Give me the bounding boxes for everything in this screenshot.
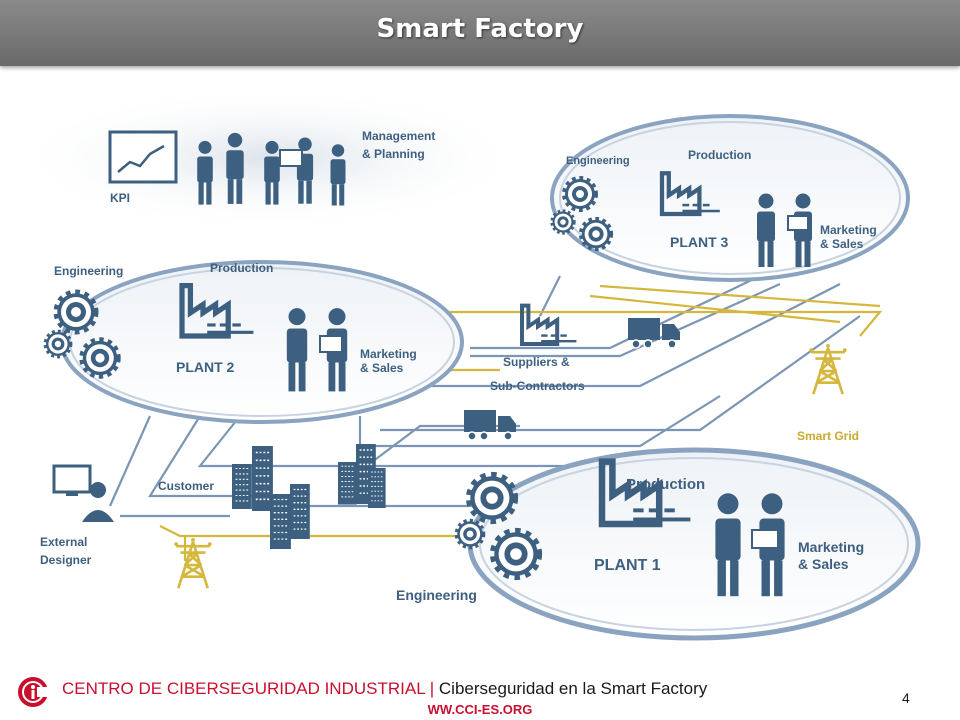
- delivery-truck-icon: [463, 409, 517, 441]
- designer-monitor-icon: [52, 464, 92, 494]
- plant3-ellipse: [550, 114, 910, 282]
- plant3-marketing-line1: Marketing: [820, 223, 877, 237]
- footer-url-link[interactable]: WW.CCI-ES.ORG: [427, 702, 533, 717]
- suppliers-group: Suppliers & Sub-Contractors: [490, 306, 681, 393]
- plant1-marketing-line2: & Sales: [798, 556, 849, 572]
- customer-label: Customer: [158, 479, 214, 493]
- management-label-line2: & Planning: [362, 147, 425, 161]
- cci-logo-icon: [18, 677, 49, 707]
- customer-group: Customer: [158, 443, 387, 550]
- slide-title: Smart Factory: [376, 14, 584, 44]
- designer-label-line1: External: [40, 535, 87, 549]
- designer-person-icon: [90, 482, 106, 498]
- plant2-marketing-line1: Marketing: [360, 347, 417, 361]
- plant3-name: PLANT 3: [670, 234, 729, 250]
- footer-org-name: CENTRO DE CIBERSEGURIDAD INDUSTRIAL: [62, 679, 426, 698]
- plant2-engineering-label: Engineering: [54, 264, 123, 278]
- suppliers-label-line1: Suppliers &: [503, 355, 570, 369]
- suppliers-label-line2: Sub-Contractors: [490, 379, 585, 393]
- designer-label-line2: Designer: [40, 553, 92, 567]
- footer: [0, 670, 960, 720]
- kpi-label: KPI: [110, 191, 130, 205]
- plant2-ellipse: [60, 260, 464, 424]
- plant2-name: PLANT 2: [176, 359, 235, 375]
- plant3-engineering-label: Engineering: [566, 155, 630, 167]
- plant1-engineering-label: Engineering: [396, 587, 477, 603]
- footer-subtitle: Ciberseguridad en la Smart Factory: [438, 679, 708, 698]
- management-group: KPI Management & Planning: [108, 129, 435, 206]
- plant2-marketing-line2: & Sales: [360, 361, 404, 375]
- footer-caption: CENTRO DE CIBERSEGURIDAD INDUSTRIAL | Ci…: [62, 679, 707, 699]
- plant2-production-label: Production: [210, 261, 273, 275]
- power-tower-icon: [172, 536, 214, 590]
- footer-separator: |: [425, 679, 439, 698]
- plant1-marketing-line1: Marketing: [798, 539, 864, 555]
- page-number: 4: [902, 690, 910, 706]
- plant3-production-label: Production: [688, 148, 751, 162]
- smart-grid-label: Smart Grid: [797, 429, 859, 443]
- kpi-monitor-icon: [108, 130, 178, 184]
- smart-factory-diagram: KPI Management & Planning Engineering Pr…: [10, 86, 921, 641]
- plant2-group: Engineering Production PLANT 2 Marketing…: [46, 260, 464, 424]
- plant1-group: Production PLANT 1 Marketing & Sales Eng…: [396, 447, 921, 641]
- supplier-truck-icon: [627, 317, 681, 349]
- title-bar: Smart Factory: [0, 0, 960, 66]
- smart-grid-group: Smart Grid: [797, 342, 859, 443]
- buildings-icon: [231, 443, 387, 550]
- plant3-group: Engineering Production PLANT 3 Marketing…: [550, 114, 910, 282]
- external-designer-group: External Designer: [40, 464, 114, 567]
- management-label-line1: Management: [362, 129, 435, 143]
- plant3-marketing-line2: & Sales: [820, 237, 864, 251]
- plant1-production-label: Production: [626, 476, 705, 493]
- plant1-name: PLANT 1: [594, 557, 661, 574]
- smart-grid-tower-icon: [807, 342, 849, 396]
